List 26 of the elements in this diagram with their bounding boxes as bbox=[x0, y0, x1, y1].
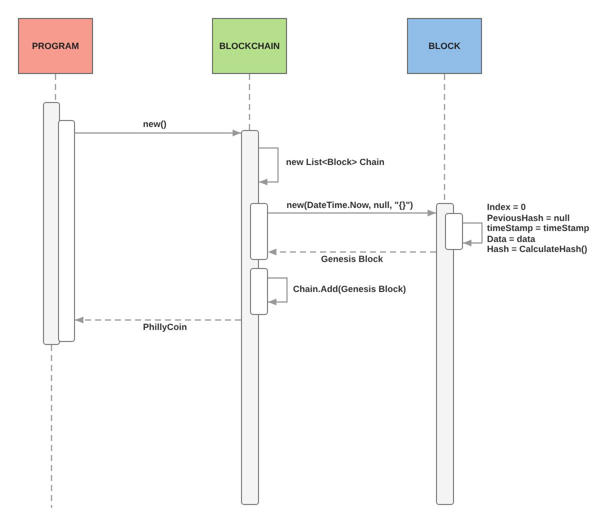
lifeline bbox=[54, 74, 56, 102]
participant-box: BLOCKCHAIN bbox=[212, 18, 287, 74]
activation-bar bbox=[250, 203, 268, 260]
participant-box: PROGRAM bbox=[18, 18, 93, 74]
activation-bar bbox=[58, 120, 75, 342]
self-message-arrow bbox=[268, 277, 288, 306]
activation-bar bbox=[250, 268, 268, 315]
participant-box: BLOCK bbox=[407, 18, 482, 74]
message-arrow bbox=[75, 130, 241, 136]
self-message-arrow bbox=[259, 147, 279, 186]
edge-label: Genesis Block bbox=[320, 254, 384, 265]
activation-bar bbox=[445, 213, 463, 250]
lifeline bbox=[50, 345, 52, 508]
return-arrow bbox=[75, 316, 241, 324]
lifeline bbox=[444, 74, 446, 203]
edge-label: Chain.Add(Genesis Block) bbox=[292, 284, 408, 295]
return-arrow bbox=[268, 248, 436, 256]
edge-label: new(DateTime.Now, null, "{}") bbox=[286, 200, 414, 211]
edge-label: new List<Block> Chain bbox=[285, 157, 386, 168]
message-arrow bbox=[268, 210, 436, 216]
edge-label: new() bbox=[142, 119, 168, 130]
self-message-arrow bbox=[463, 222, 483, 246]
lifeline bbox=[248, 74, 250, 130]
activation-bar bbox=[43, 102, 60, 345]
activation-bar bbox=[436, 203, 454, 505]
edge-label: PhillyCoin bbox=[142, 322, 188, 333]
